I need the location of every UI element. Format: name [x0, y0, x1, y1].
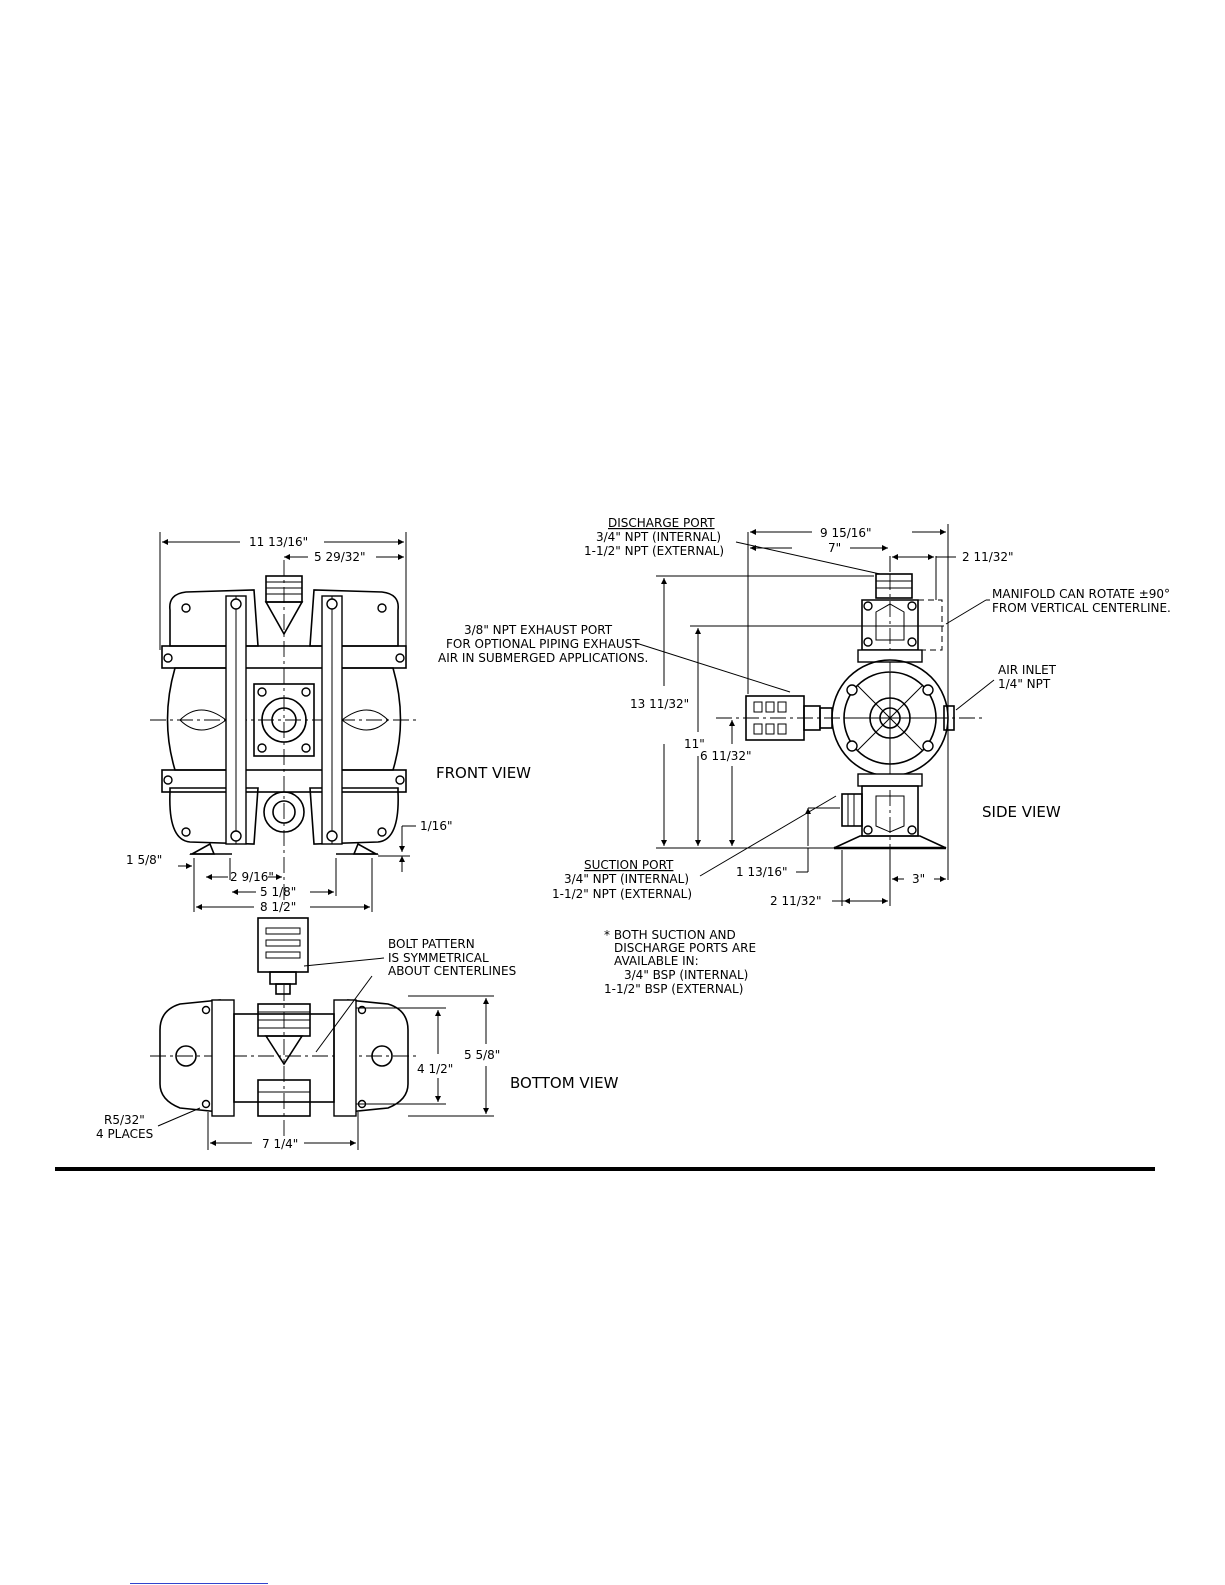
discharge-port-title: DISCHARGE PORT: [608, 516, 715, 530]
side-port-offset-dim: 2 11/32": [962, 550, 1014, 564]
front-inner-width-dim: 5 1/8": [260, 885, 296, 899]
front-foot-offset-dim: 1 5/8": [126, 853, 162, 867]
footer-link-underline[interactable]: [130, 1583, 268, 1584]
exhaust-note-line-3: AIR IN SUBMERGED APPLICATIONS.: [438, 651, 648, 665]
front-view: [150, 532, 420, 912]
bottom-view: [150, 917, 494, 1150]
side-to-port-dim: 7": [828, 541, 841, 555]
manifold-note-line-2: FROM VERTICAL CENTERLINE.: [992, 601, 1171, 615]
side-suction-height-dim: 1 13/16": [736, 865, 788, 879]
bsp-note-line-1: * BOTH SUCTION AND: [604, 928, 736, 942]
front-foot-span-dim: 8 1/2": [260, 900, 296, 914]
side-base-width-dim: 3": [912, 872, 925, 886]
manifold-note-line-1: MANIFOLD CAN ROTATE ±90°: [992, 587, 1170, 601]
side-overall-depth-dim: 9 15/16": [820, 526, 872, 540]
bottom-overall-depth-dim: 5 5/8": [464, 1048, 500, 1062]
discharge-port-line-1: 3/4" NPT (INTERNAL): [596, 530, 721, 544]
bolt-note-line-3: ABOUT CENTERLINES: [388, 964, 516, 978]
bolt-note-line-2: IS SYMMETRICAL: [388, 951, 489, 965]
exhaust-note-line-1: 3/8" NPT EXHAUST PORT: [464, 623, 613, 637]
bsp-note-line-5: 1-1/2" BSP (EXTERNAL): [604, 982, 743, 996]
radius-note-line-1: R5/32": [104, 1113, 145, 1127]
side-overall-height-dim: 13 11/32": [630, 697, 689, 711]
front-view-title: FRONT VIEW: [436, 764, 531, 782]
front-foot-height-dim: 1/16": [420, 819, 452, 833]
bsp-note-line-3: AVAILABLE IN:: [614, 954, 699, 968]
bsp-note-line-2: DISCHARGE PORTS ARE: [614, 941, 756, 955]
side-view: [635, 524, 995, 906]
bsp-note-line-4: 3/4" BSP (INTERNAL): [624, 968, 748, 982]
bottom-bolt-width-dim: 7 1/4": [262, 1137, 298, 1151]
bottom-view-title: BOTTOM VIEW: [510, 1074, 619, 1092]
bolt-note-line-1: BOLT PATTERN: [388, 937, 475, 951]
front-overall-width-dim: 11 13/16": [249, 535, 308, 549]
exhaust-note-line-2: FOR OPTIONAL PIPING EXHAUST: [446, 637, 640, 651]
side-center-height-dim: 6 11/32": [700, 749, 752, 763]
suction-port-line-2: 1-1/2" NPT (EXTERNAL): [552, 887, 692, 901]
air-inlet-note-line-1: AIR INLET: [998, 663, 1057, 677]
front-half-width-dim: 5 29/32": [314, 550, 366, 564]
front-inner-half-dim: 2 9/16": [230, 870, 274, 884]
side-base-offset-dim: 2 11/32": [770, 894, 822, 908]
discharge-port-line-2: 1-1/2" NPT (EXTERNAL): [584, 544, 724, 558]
side-manifold-height-dim: 11": [684, 737, 705, 751]
suction-port-line-1: 3/4" NPT (INTERNAL): [564, 872, 689, 886]
suction-port-title: SUCTION PORT: [584, 858, 674, 872]
bottom-bolt-depth-dim: 4 1/2": [417, 1062, 453, 1076]
side-view-title: SIDE VIEW: [982, 803, 1061, 821]
radius-note-line-2: 4 PLACES: [96, 1127, 153, 1141]
air-inlet-note-line-2: 1/4" NPT: [998, 677, 1051, 691]
